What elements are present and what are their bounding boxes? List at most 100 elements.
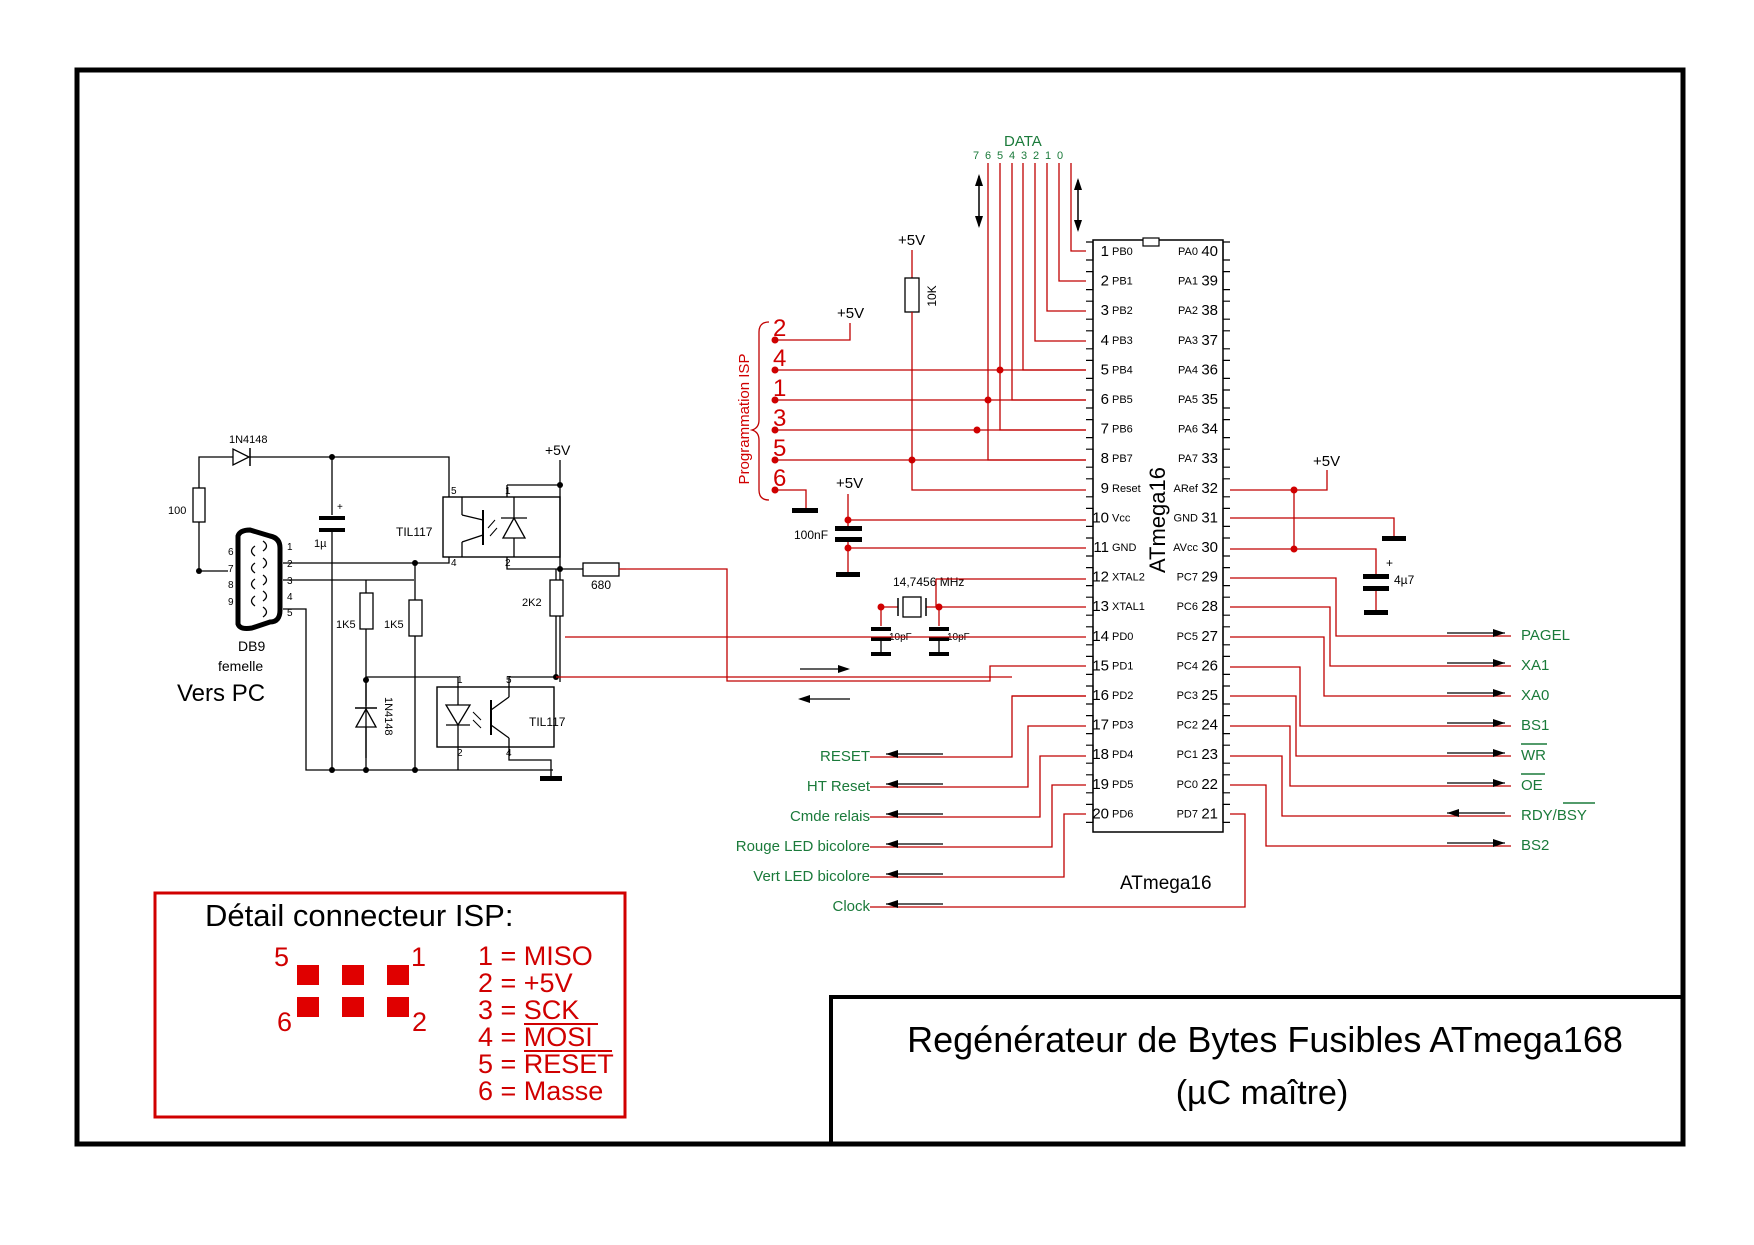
data-bit-label: 7: [973, 150, 979, 162]
left-signal-label: RESET: [820, 748, 870, 765]
mcu-pin-name: XTAL2: [1112, 572, 1145, 584]
mcu-pin-number: 40: [1201, 243, 1218, 260]
left-signal-label: Cmde relais: [790, 808, 870, 825]
mcu-pin-number: 3: [1101, 302, 1109, 319]
mcu-pin-number: 26: [1201, 657, 1218, 674]
mcu-pin-number: 15: [1092, 657, 1109, 674]
db9-connector: [235, 527, 283, 631]
isp-pinout-line: 3 = SCK: [478, 995, 579, 1025]
ground-symbol: [540, 776, 562, 781]
vcc-label: +5V: [898, 232, 925, 249]
opto-2-label: TIL117: [529, 715, 566, 729]
isp-pad: [342, 997, 364, 1017]
data-bit-label: 3: [1021, 150, 1027, 162]
data-bus-label: DATA: [1004, 133, 1042, 150]
db9-contact: [262, 574, 268, 586]
isp-pin-number: 4: [773, 345, 786, 372]
opto-1: [442, 496, 561, 558]
r1k5-label: 1K5: [384, 619, 404, 631]
txd-arrow-icon: [798, 695, 850, 703]
c1u-plus: +: [337, 502, 343, 513]
mcu-pin-number: 35: [1201, 391, 1218, 408]
r680-label: 680: [591, 578, 611, 592]
isp-header-brace: [749, 321, 770, 501]
r2k2-resistor: [549, 579, 564, 617]
data-bit-label: 2: [1033, 150, 1039, 162]
mcu-pin-name: PC2: [1177, 720, 1198, 732]
r100-label: 100: [168, 505, 186, 517]
mcu-right-pins: 40PA039PA138PA237PA336PA435PA534PA633PA7…: [1173, 241, 1230, 823]
db9-pin-number: 1: [287, 542, 293, 553]
mcu-pin-number: 5: [1101, 361, 1109, 378]
phototransistor-icon: [490, 687, 510, 747]
mcu-pin-name: PD5: [1112, 779, 1133, 791]
opto-pin: 2: [505, 558, 511, 569]
vcc-label: +5V: [545, 442, 571, 458]
junction-dots: [329, 767, 418, 773]
right-signal-label: BS1: [1521, 717, 1549, 734]
mcu-pin-name: PA1: [1178, 276, 1198, 288]
opto-pin: 4: [451, 558, 457, 569]
db9-contact: [250, 578, 256, 590]
r1k5-resistor: [359, 592, 374, 630]
r1k5-label: 1K5: [336, 619, 356, 631]
db9-pin-number: 9: [228, 597, 234, 608]
mcu-pin-name: PB3: [1112, 335, 1133, 347]
mcu-pin-number: 17: [1092, 717, 1109, 734]
c100n-capacitor: [835, 526, 862, 542]
opto-pin: 2: [457, 748, 463, 759]
mcu-notch: [1142, 237, 1160, 247]
mcu-pin-name: PA4: [1178, 364, 1198, 376]
c10p-capacitor: [871, 627, 891, 656]
mcu-pin-name: PD2: [1112, 690, 1133, 702]
mcu-pin-name: PD0: [1112, 631, 1133, 643]
mcu-pin-number: 28: [1201, 598, 1218, 615]
isp-pin-number: 5: [773, 435, 786, 462]
portd-wires: [870, 695, 1246, 908]
mcu-pin-number: 25: [1201, 687, 1218, 704]
mcu-pin-number: 31: [1201, 509, 1218, 526]
mcu-pin-number: 4: [1101, 332, 1109, 349]
left-signal-label: Rouge LED bicolore: [736, 838, 870, 855]
mcu-pin-number: 1: [1101, 243, 1109, 260]
data-bit-label: 4: [1009, 150, 1015, 162]
isp-corner-label: 1: [411, 942, 426, 972]
left-signal: Vert LED bicolore: [753, 868, 943, 885]
c10p-capacitor: [929, 627, 949, 656]
isp-pinout-line: 4 = MOSI: [478, 1022, 593, 1052]
mcu-pin-name: PB0: [1112, 246, 1133, 258]
mcu-pin-name: PD7: [1177, 808, 1198, 820]
mcu-pin-name: PD6: [1112, 808, 1133, 820]
mcu-pin-name: PA7: [1178, 453, 1198, 465]
isp-pin-number: 2: [773, 315, 786, 342]
vcc-label: +5V: [836, 475, 863, 492]
mcu-pin-name: AVcc: [1173, 542, 1198, 554]
bidirectional-arrow-icon: [1074, 178, 1082, 232]
title-line-1: Regénérateur de Bytes Fusibles ATmega168: [907, 1019, 1623, 1060]
phototransistor-icon: [461, 497, 484, 557]
rxd-arrow-icon: [800, 665, 850, 673]
portc-wires: [1230, 577, 1511, 847]
crystal-symbol: [897, 596, 927, 618]
c1u-label: 1µ: [314, 538, 327, 550]
db9-contact: [250, 595, 256, 607]
